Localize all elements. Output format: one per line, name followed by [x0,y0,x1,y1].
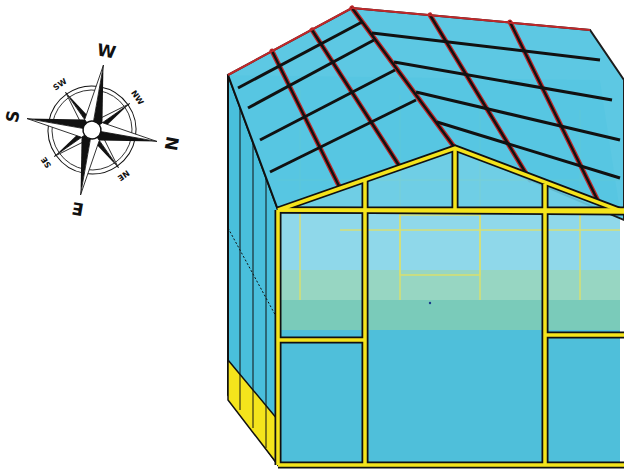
compass-letter: SE [40,155,53,169]
compass-letter: NE [116,168,131,182]
compass-letter: SW [52,77,69,92]
compass-rose [16,54,169,207]
compass-letter: W [95,41,116,61]
compass-letter: N [161,135,180,152]
compass-letter: S [4,109,23,124]
compass-letter: E [71,199,85,218]
compass-letter: NW [129,90,144,107]
